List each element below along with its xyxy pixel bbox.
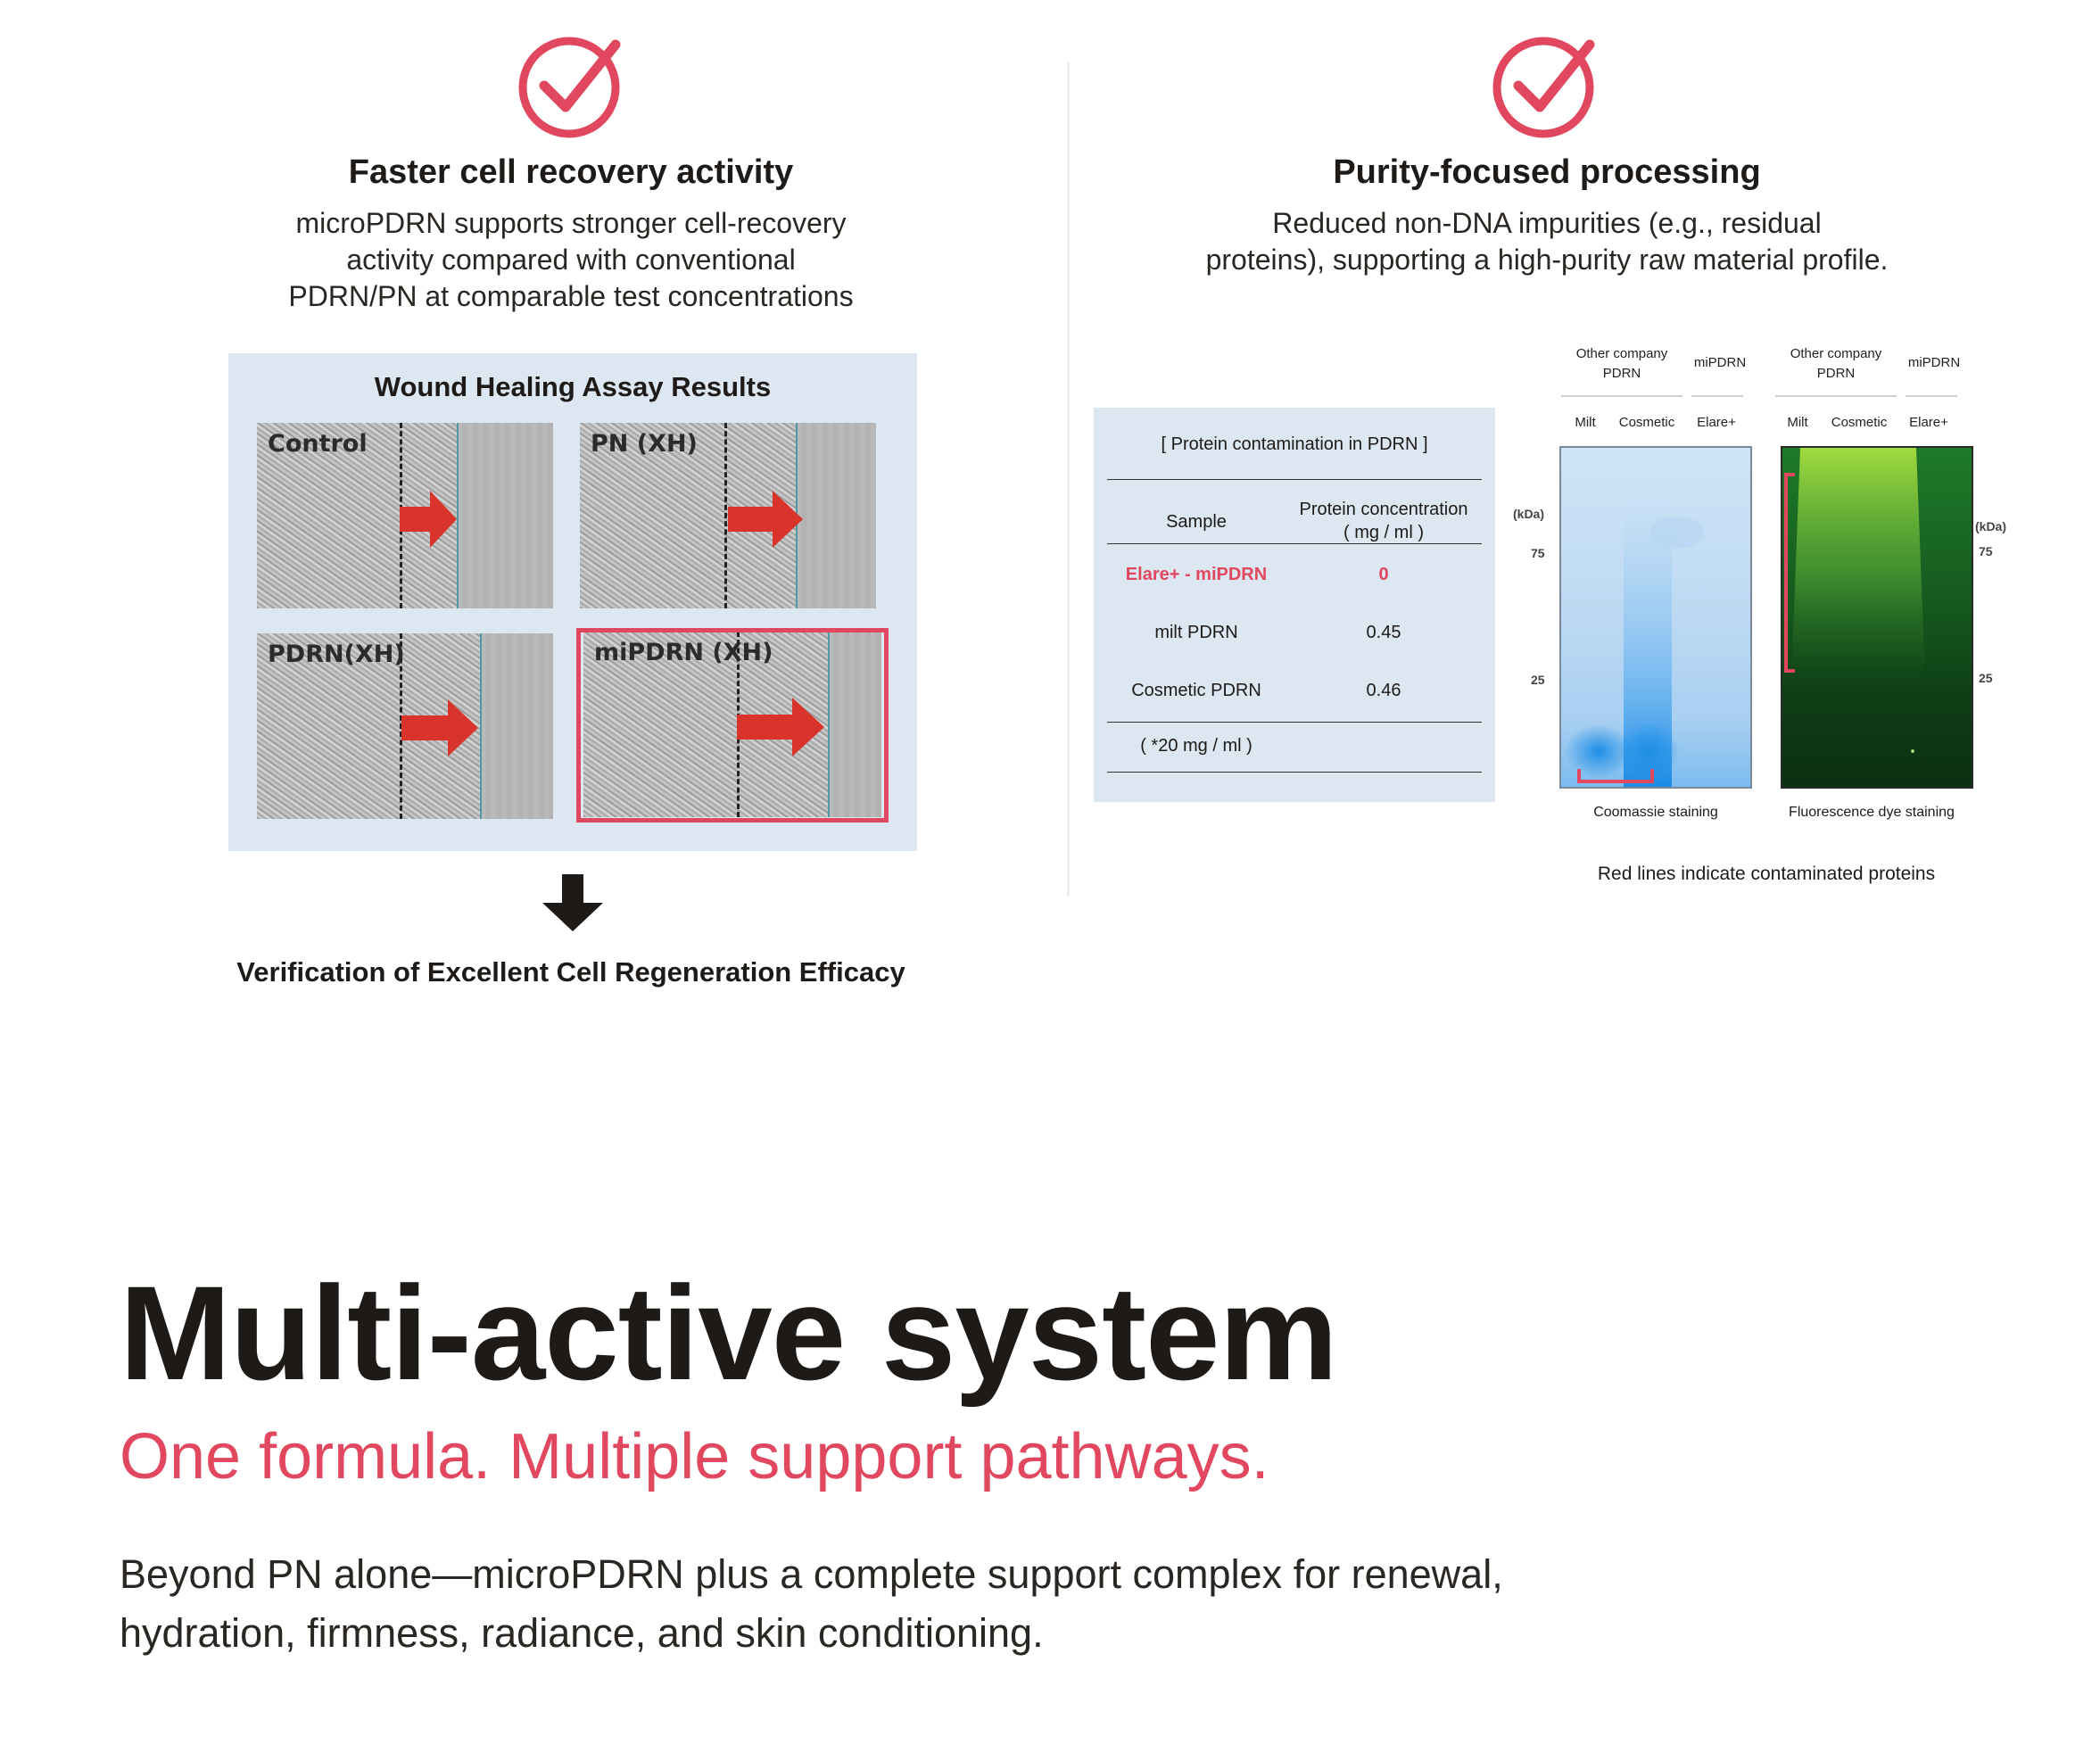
fluorescence-gel-image — [1781, 446, 1973, 789]
check-circle-icon — [518, 37, 621, 138]
caption-fluorescence: Fluorescence dye staining — [1789, 805, 1955, 820]
table-caption: [ Protein contamination in PDRN ] — [1161, 434, 1428, 454]
gel2-lane-milt: Milt — [1787, 415, 1808, 430]
coomassie-gel-image — [1559, 446, 1752, 789]
feature-title-purity: Purity-focused processing — [1333, 153, 1761, 191]
gel1-lane-cosmetic: Cosmetic — [1618, 415, 1675, 430]
gel1-group-other: Other company PDRN — [1575, 346, 1668, 381]
gel2-kda-label: (kDa) — [1975, 519, 2007, 533]
caption-coomassie: Coomassie staining — [1593, 805, 1718, 820]
gel1-group-mipdrn: miPDRN — [1693, 355, 1747, 370]
protein-contamination-table: [ Protein contamination in PDRN ] Sample… — [1094, 408, 1495, 802]
gel2-lane-cosmetic: Cosmetic — [1831, 415, 1888, 430]
assay-panel-pn: PN (XH) — [580, 423, 876, 608]
section-body: Beyond PN alone—microPDRN plus a complet… — [120, 1551, 1503, 1656]
gel2-group-other: Other company PDRN — [1790, 346, 1882, 381]
gel1-lane-elare: Elare+ — [1697, 415, 1736, 430]
panel-divider — [1067, 62, 1070, 897]
right-arrow-icon — [737, 698, 824, 756]
gel1-kda-label: (kDa) — [1513, 507, 1545, 521]
feature-title-cell-recovery: Faster cell recovery activity — [348, 153, 794, 191]
assay-panel-control: Control — [257, 423, 553, 608]
right-arrow-icon — [400, 491, 457, 548]
section-title: Multi-active system — [120, 1258, 1338, 1408]
gel1-marker-75: 75 — [1531, 546, 1545, 560]
gel-note: Red lines indicate contaminated proteins — [1597, 864, 1936, 884]
gel2-marker-75: 75 — [1979, 544, 1993, 558]
mipdrn-highlight-frame — [576, 628, 889, 823]
section-subtitle: One formula. Multiple support pathways. — [120, 1421, 1269, 1492]
assay-title: Wound Healing Assay Results — [374, 371, 772, 402]
gel2-marker-25: 25 — [1979, 671, 1993, 685]
down-arrow-icon — [542, 874, 603, 931]
gel2-group-mipdrn: miPDRN — [1907, 355, 1961, 370]
assay-panel-mipdrn: miPDRN (XH) — [583, 632, 881, 817]
right-arrow-icon — [728, 491, 803, 548]
check-circle-icon — [1492, 37, 1595, 138]
gel2-lane-elare: Elare+ — [1909, 415, 1948, 430]
gel1-marker-25: 25 — [1531, 673, 1545, 687]
assay-conclusion: Verification of Excellent Cell Regenerat… — [236, 956, 905, 988]
assay-panel-pdrn: PDRN(XH) — [257, 633, 553, 819]
wound-healing-assay-figure: Wound Healing Assay Results Control PN (… — [228, 353, 917, 851]
gel1-lane-milt: Milt — [1575, 415, 1596, 430]
table-header: Sample Protein concentration ( mg / ml ) — [1166, 500, 1468, 542]
right-arrow-icon — [401, 699, 478, 756]
feature-description-cell-recovery: microPDRN supports stronger cell-recover… — [288, 207, 854, 312]
feature-description-purity: Reduced non-DNA impurities (e.g., residu… — [1205, 207, 1889, 276]
